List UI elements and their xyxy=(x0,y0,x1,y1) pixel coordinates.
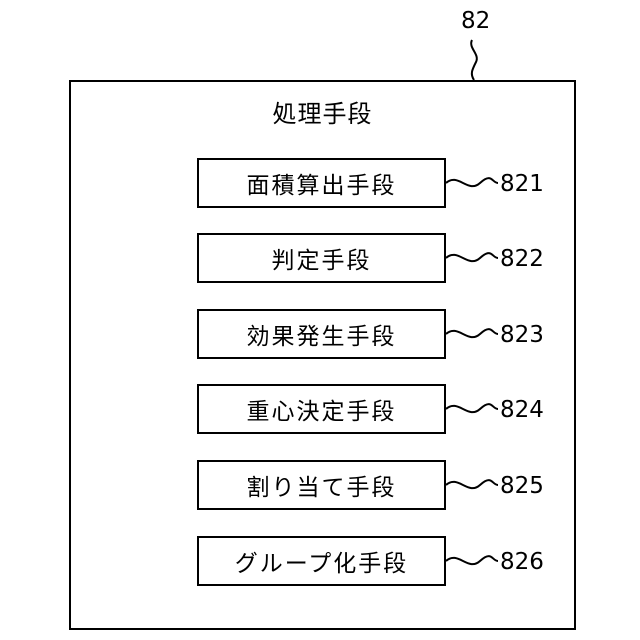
unit-leader-line xyxy=(471,40,477,80)
means-label: 面積算出手段 xyxy=(247,166,397,200)
means-box-effect-generation: 効果発生手段 xyxy=(197,309,446,359)
means-reference-number: 822 xyxy=(500,248,544,271)
means-box-grouping: グループ化手段 xyxy=(197,536,446,586)
means-reference-number: 826 xyxy=(500,551,544,574)
unit-reference-number: 82 xyxy=(461,10,490,33)
means-label: グループ化手段 xyxy=(235,544,409,578)
means-reference-number: 825 xyxy=(500,475,544,498)
means-reference-number: 824 xyxy=(500,399,544,422)
unit-title: 処理手段 xyxy=(69,94,576,129)
means-reference-number: 821 xyxy=(500,173,544,196)
means-box-area-calculation: 面積算出手段 xyxy=(197,158,446,208)
means-reference-number: 823 xyxy=(500,324,544,347)
means-label: 効果発生手段 xyxy=(247,317,397,351)
means-box-determination: 判定手段 xyxy=(197,233,446,283)
means-box-centroid-determination: 重心決定手段 xyxy=(197,384,446,434)
means-label: 割り当て手段 xyxy=(247,468,397,502)
means-label: 判定手段 xyxy=(272,241,372,275)
means-label: 重心決定手段 xyxy=(247,392,397,426)
means-box-assignment: 割り当て手段 xyxy=(197,460,446,510)
